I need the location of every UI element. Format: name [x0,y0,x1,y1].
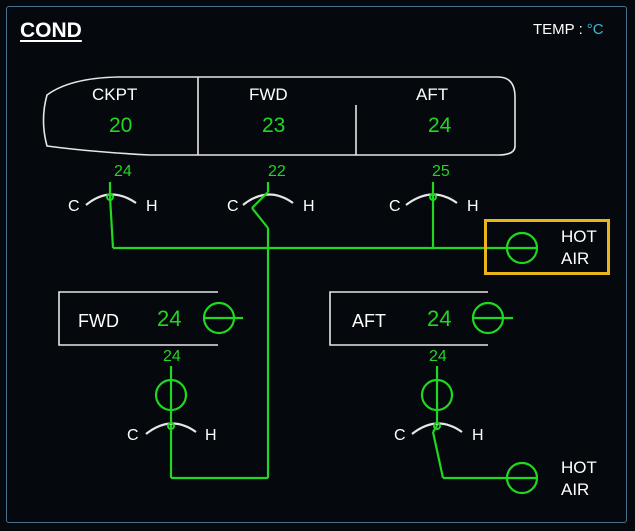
hot-air-2-label: HOT AIR [561,458,597,499]
aft-duct-temp: 25 [432,163,450,180]
ckpt-hot-label: H [146,198,158,215]
temp-unit: °C [586,21,604,38]
aft-cargo-duct-temp: 24 [429,348,447,365]
aft-cargo-label: AFT [352,311,386,331]
zone-aft-temp: 24 [428,114,452,137]
aft-cargo-hot-label: H [472,427,484,444]
fwd-cargo-box [58,291,218,346]
fwd-hot-label: H [303,198,315,215]
zone-aft-label: AFT [416,85,449,104]
zone-fwd-label: FWD [249,85,288,104]
aft-cargo-isol-valve-icon [471,301,513,335]
display-frame [6,6,627,523]
fwd-duct-temp: 22 [268,163,286,180]
aft-valve-pivot [429,193,437,201]
fwd-cargo-isol-valve-icon [202,301,243,335]
aft-cargo-cold-label: C [394,427,406,444]
zone-ckpt-label: CKPT [92,85,138,104]
hot-air-1-highlight[interactable] [484,219,610,275]
fwd-trim-valve [242,193,294,206]
page-title: COND [20,19,82,42]
fwd-cargo-cold-label: C [127,427,139,444]
aft-cold-label: C [389,198,401,215]
ckpt-duct-temp: 24 [114,163,132,180]
cabin-outline [42,76,516,156]
temp-label: TEMP : [533,21,583,38]
fwd-cargo-temp: 24 [157,306,182,331]
aft-hot-label: H [467,198,479,215]
fwd-cold-label: C [227,198,239,215]
fwd-cargo-hot-label: H [205,427,217,444]
fwd-cargo-label: FWD [78,311,119,331]
cargo-duct-lines [169,366,506,480]
aft-cargo-box [329,291,488,346]
ckpt-valve-pivot [106,193,114,201]
aft-cargo-temp: 24 [427,306,452,331]
ckpt-cold-label: C [68,198,80,215]
fwd-cargo-inlet-valve-icon [154,378,188,412]
hot-air-valve-2-icon [505,461,539,495]
zone-ckpt-temp: 20 [109,114,133,137]
temp-unit-label: TEMP :°C [533,22,604,37]
hot-air-valve-1-icon [505,231,539,265]
aft-cargo-valve-pivot [433,422,441,430]
hot-air-1-label: HOT AIR [561,227,597,268]
zone-fwd-temp: 23 [262,114,286,137]
aft-cargo-inlet-valve-icon [420,378,454,412]
fwd-cargo-valve-pivot [167,422,175,430]
fwd-cargo-duct-temp: 24 [163,348,181,365]
